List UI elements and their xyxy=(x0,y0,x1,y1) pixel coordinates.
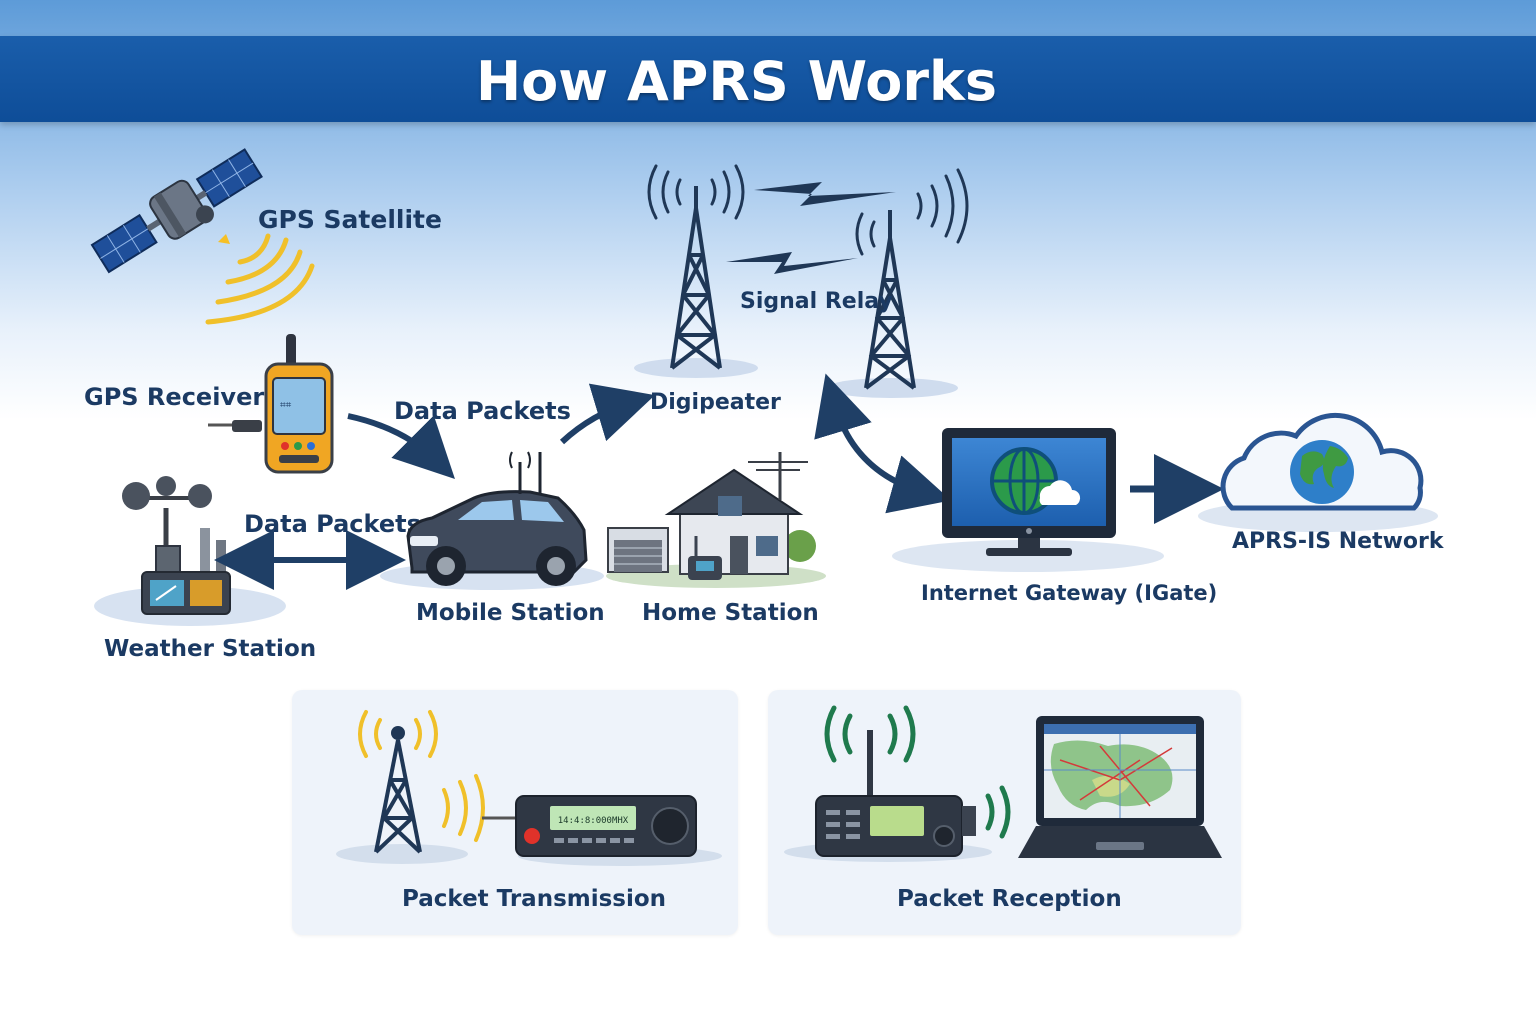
satellite-icon xyxy=(90,148,315,325)
signal-relay-bolts xyxy=(726,182,896,274)
gps-receiver-label: GPS Receiver xyxy=(84,383,264,411)
weather-station-icon xyxy=(94,476,286,626)
receiver-radio-icon xyxy=(784,705,1011,862)
radio-icon: 14:4:8:000MHX xyxy=(482,795,722,866)
arrow-digipeater-igate xyxy=(814,373,952,514)
tower-icon xyxy=(826,168,969,398)
cloud-globe-icon xyxy=(1198,412,1438,532)
weather-station-label: Weather Station xyxy=(104,636,316,662)
tower-icon xyxy=(634,164,758,378)
internet-gateway-label: Internet Gateway (IGate) xyxy=(921,581,1217,605)
arrow-receiver-to-car xyxy=(347,413,455,479)
svg-text:⌗⌗: ⌗⌗ xyxy=(280,400,292,411)
mobile-station-label: Mobile Station xyxy=(416,600,605,626)
house-icon xyxy=(606,452,826,588)
car-icon xyxy=(380,451,604,590)
data-packets-bottom-label: Data Packets xyxy=(244,510,421,538)
signal-relay-label: Signal Relay xyxy=(740,289,893,314)
data-packets-top-label: Data Packets xyxy=(394,397,571,425)
laptop-map-icon xyxy=(1018,716,1222,858)
transmission-tower-icon xyxy=(336,710,485,864)
packet-transmission-label: Packet Transmission xyxy=(402,886,667,912)
gps-satellite-label: GPS Satellite xyxy=(258,205,442,234)
home-station-label: Home Station xyxy=(642,600,819,626)
digipeater-label: Digipeater xyxy=(650,390,781,415)
radio-display-text: 14:4:8:000MHX xyxy=(558,816,629,826)
gps-receiver-icon: ⌗⌗ xyxy=(208,334,334,474)
arrow-car-to-digipeater xyxy=(559,383,655,445)
title-banner xyxy=(0,36,1536,122)
page-title: How APRS Works xyxy=(475,50,998,113)
aprs-is-network-label: APRS-IS Network xyxy=(1232,529,1445,554)
monitor-globe-icon xyxy=(892,428,1164,572)
packet-reception-label: Packet Reception xyxy=(897,886,1122,912)
